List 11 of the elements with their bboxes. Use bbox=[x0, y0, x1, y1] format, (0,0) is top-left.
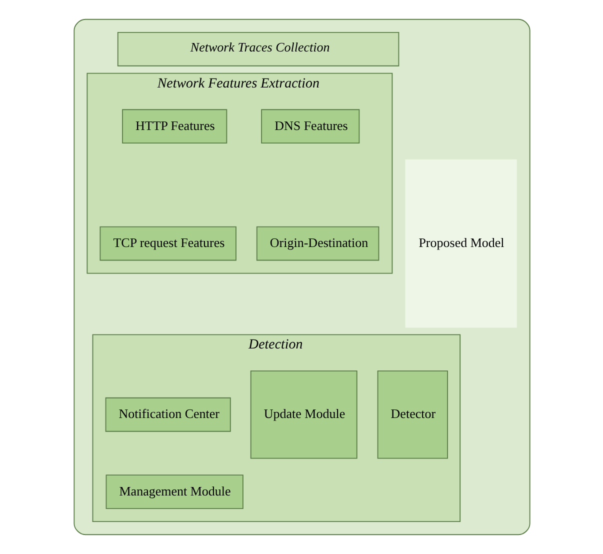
node-box: DNS Features bbox=[260, 109, 360, 144]
node-box: Origin-Destination bbox=[256, 226, 379, 261]
node-box: Network Traces Collection bbox=[116, 32, 399, 66]
node-box: Update Module bbox=[250, 370, 357, 459]
node-box: Management Module bbox=[105, 474, 243, 510]
node-box: TCP request Features bbox=[99, 226, 236, 261]
node-box: Notification Center bbox=[104, 397, 230, 432]
node-box: Detector bbox=[376, 370, 448, 459]
node-box: HTTP Features bbox=[122, 109, 227, 144]
node-box: Proposed Model bbox=[404, 159, 516, 328]
cluster bbox=[73, 18, 530, 536]
